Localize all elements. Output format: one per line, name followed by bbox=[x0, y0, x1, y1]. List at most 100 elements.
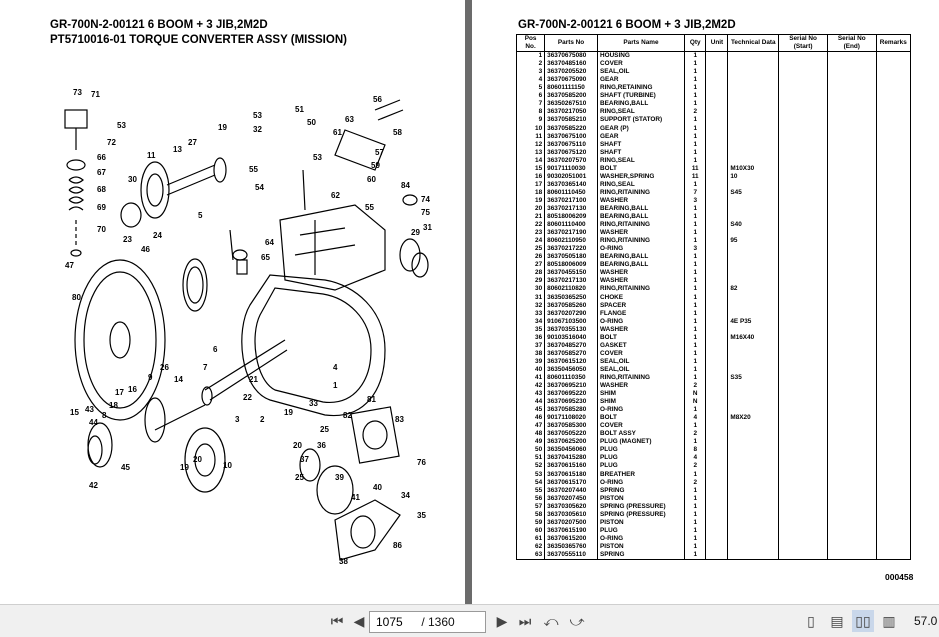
table-cell bbox=[827, 269, 877, 278]
table-cell: BREATHER bbox=[597, 470, 685, 479]
table-cell bbox=[827, 373, 877, 383]
two-page-icon[interactable]: ▯▯ bbox=[852, 610, 874, 632]
svg-text:24: 24 bbox=[153, 231, 162, 240]
svg-text:57: 57 bbox=[375, 148, 384, 157]
col-serial-end: Serial No (End) bbox=[827, 33, 877, 53]
table-cell bbox=[705, 446, 729, 455]
table-cell: O-RING bbox=[597, 317, 685, 326]
table-cell bbox=[778, 108, 828, 117]
single-page-icon[interactable]: ▯ bbox=[807, 613, 815, 629]
table-cell bbox=[727, 180, 780, 189]
table-cell bbox=[876, 309, 912, 318]
prev-page-icon[interactable]: ◀ bbox=[353, 613, 365, 629]
page-number-input[interactable] bbox=[370, 613, 418, 631]
table-cell bbox=[778, 349, 828, 358]
table-cell: 1 bbox=[684, 92, 707, 101]
back-icon[interactable]: ⤺ bbox=[543, 613, 559, 629]
table-cell: 26 bbox=[515, 253, 546, 262]
table-cell bbox=[778, 213, 828, 222]
table-cell bbox=[727, 365, 780, 374]
table-cell bbox=[705, 486, 729, 495]
table-cell: 2 bbox=[684, 382, 707, 391]
table-cell bbox=[827, 204, 877, 214]
table-cell bbox=[827, 301, 877, 310]
table-cell: 23 bbox=[515, 229, 546, 238]
table-cell bbox=[727, 349, 780, 358]
table-cell bbox=[876, 454, 912, 463]
table-cell: BEARING,BALL bbox=[597, 253, 685, 262]
table-cell: 36350267510 bbox=[544, 100, 598, 109]
table-cell bbox=[727, 261, 780, 270]
svg-text:27: 27 bbox=[188, 138, 197, 147]
table-cell: 13 bbox=[515, 148, 546, 157]
table-cell: WASHER bbox=[597, 325, 685, 334]
table-cell bbox=[827, 92, 877, 101]
table-cell bbox=[827, 341, 877, 350]
table-cell bbox=[705, 140, 729, 149]
table-cell bbox=[827, 510, 877, 519]
table-cell: 15 bbox=[515, 164, 546, 173]
table-cell bbox=[727, 309, 780, 318]
zoom-level[interactable]: 57.0 bbox=[914, 614, 938, 628]
table-cell: 39 bbox=[515, 357, 546, 366]
table-cell: 3 bbox=[684, 196, 707, 205]
table-cell bbox=[705, 100, 729, 109]
svg-text:1: 1 bbox=[333, 381, 338, 390]
table-cell bbox=[727, 293, 780, 302]
forward-icon[interactable]: ⤻ bbox=[569, 613, 585, 629]
table-cell: 36370675080 bbox=[544, 51, 598, 61]
table-cell bbox=[727, 68, 780, 77]
table-cell: 1 bbox=[684, 309, 707, 318]
table-cell bbox=[827, 60, 877, 69]
table-cell bbox=[778, 245, 828, 254]
table-cell: 36370675090 bbox=[544, 76, 598, 85]
table-cell: SHAFT bbox=[597, 148, 685, 157]
table-cell bbox=[705, 84, 729, 93]
table-cell: 1 bbox=[684, 148, 707, 157]
table-cell bbox=[727, 462, 780, 471]
table-cell: 1 bbox=[684, 502, 707, 511]
col-remarks: Remarks bbox=[875, 33, 912, 53]
table-cell: 36370217220 bbox=[544, 245, 598, 254]
table-cell bbox=[727, 470, 780, 479]
table-cell bbox=[876, 51, 912, 61]
table-cell bbox=[705, 132, 729, 141]
svg-text:69: 69 bbox=[97, 203, 106, 212]
table-cell bbox=[827, 172, 877, 181]
left-page: GR-700N-2-00121 6 BOOM + 3 JIB,2M2D PT57… bbox=[0, 0, 465, 604]
table-cell: 36370555110 bbox=[544, 551, 598, 561]
table-cell bbox=[705, 245, 729, 254]
table-cell: 80602110950 bbox=[544, 237, 598, 246]
first-page-icon[interactable]: ⏮ bbox=[330, 613, 344, 629]
continuous-page-icon[interactable]: ▤ bbox=[830, 613, 844, 629]
table-cell bbox=[778, 156, 828, 165]
svg-text:31: 31 bbox=[423, 223, 432, 232]
table-cell: 80601111150 bbox=[544, 84, 598, 93]
table-cell bbox=[705, 325, 729, 334]
last-page-icon[interactable]: ⏭ bbox=[518, 613, 532, 629]
svg-text:41: 41 bbox=[351, 493, 360, 502]
table-cell: 1 bbox=[684, 510, 707, 519]
table-cell bbox=[727, 60, 780, 69]
table-cell bbox=[705, 309, 729, 318]
table-cell bbox=[778, 373, 828, 383]
next-page-icon[interactable]: ▶ bbox=[496, 613, 508, 629]
svg-text:14: 14 bbox=[174, 375, 183, 384]
table-cell: 19 bbox=[515, 196, 546, 205]
table-cell: 2 bbox=[684, 462, 707, 471]
two-page-continuous-icon[interactable]: ▥ bbox=[882, 613, 896, 629]
table-cell: RING,SEAL bbox=[597, 180, 685, 189]
table-cell bbox=[876, 390, 912, 399]
svg-text:33: 33 bbox=[309, 399, 318, 408]
table-cell: 36370217100 bbox=[544, 196, 598, 205]
table-cell: 36370615190 bbox=[544, 526, 598, 535]
table-cell: M8X20 bbox=[727, 414, 780, 423]
